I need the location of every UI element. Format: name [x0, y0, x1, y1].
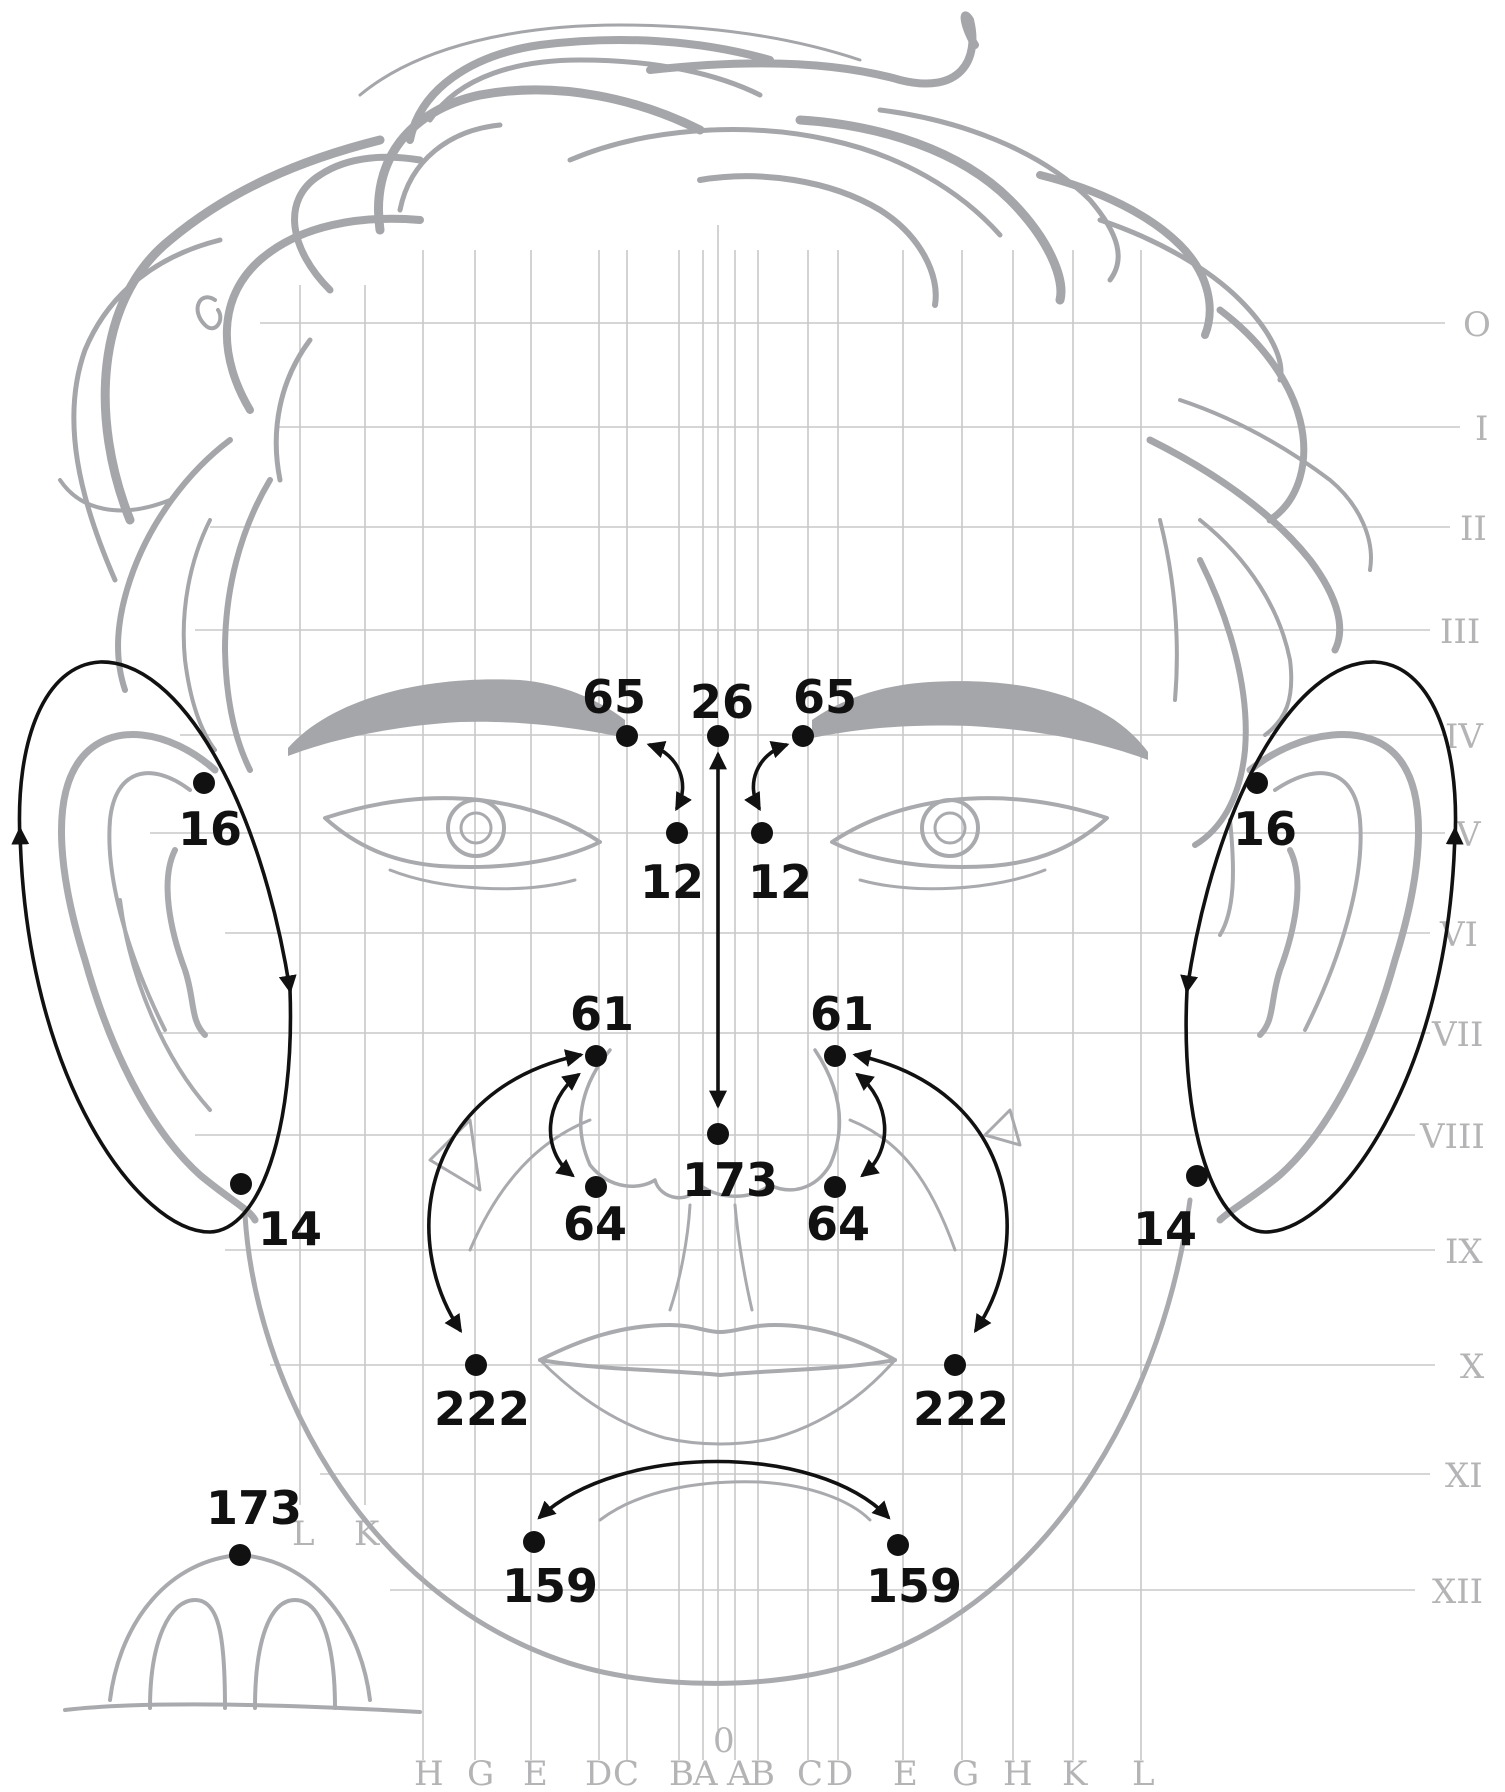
- label-26: 26: [690, 675, 754, 729]
- row-label-1: I: [1475, 409, 1488, 449]
- right-eyebrow: [812, 681, 1148, 760]
- point-222-left: [465, 1354, 487, 1376]
- col-label-8: A: [726, 1754, 752, 1792]
- col-label-1: G: [467, 1754, 494, 1792]
- row-label-9: IX: [1445, 1232, 1483, 1272]
- left-61-222-arrow: [429, 1055, 580, 1330]
- point-14-left: [230, 1173, 252, 1195]
- label-65-right: 65: [793, 670, 857, 724]
- point-64-right: [824, 1176, 846, 1198]
- label-222-left: 222: [434, 1382, 530, 1436]
- col-label-5: B: [669, 1754, 694, 1792]
- label-173-inset: 173: [206, 1481, 302, 1535]
- acupoints: [193, 725, 1268, 1566]
- col-label-4: C: [613, 1754, 639, 1792]
- row-label-11: XI: [1445, 1456, 1483, 1496]
- col-label-15: K: [1062, 1754, 1088, 1792]
- left-65-12-arrow: [650, 745, 683, 808]
- label-159-left: 159: [502, 1559, 598, 1613]
- point-65-left: [616, 725, 638, 747]
- point-61-left: [585, 1045, 607, 1067]
- point-159-left: [523, 1531, 545, 1553]
- point-64-left: [585, 1176, 607, 1198]
- label-64-left: 64: [563, 1197, 627, 1251]
- label-14-left: 14: [258, 1202, 322, 1256]
- point-61-right: [824, 1045, 846, 1067]
- left-61-64-arrow: [550, 1075, 578, 1175]
- label-61-right: 61: [810, 987, 874, 1041]
- left-eyebrow: [288, 679, 625, 756]
- col-label-14: H: [1003, 1754, 1033, 1792]
- label-12-left: 12: [640, 855, 704, 909]
- point-159-right: [887, 1534, 909, 1556]
- col-label-3: D: [585, 1754, 612, 1792]
- label-222-right: 222: [913, 1382, 1009, 1436]
- chin-159-arrow: [540, 1462, 888, 1518]
- label-173: 173: [682, 1153, 778, 1207]
- label-12-right: 12: [748, 855, 812, 909]
- point-173: [707, 1123, 729, 1145]
- point-14-right: [1186, 1165, 1208, 1187]
- left-ear-circuit-return: [20, 830, 290, 1232]
- row-label-4: IV: [1445, 717, 1484, 757]
- label-16-left: 16: [178, 802, 242, 856]
- point-12-right: [751, 822, 773, 844]
- col-label-11: D: [826, 1754, 853, 1792]
- label-65-left: 65: [582, 670, 646, 724]
- point-173-inset: [229, 1544, 251, 1566]
- point-65-right: [792, 725, 814, 747]
- row-label-10: X: [1460, 1347, 1485, 1387]
- col-label-13: G: [952, 1754, 979, 1792]
- label-14-right: 14: [1133, 1202, 1197, 1256]
- col-label-9: B: [750, 1754, 775, 1792]
- col-label-2: E: [523, 1754, 548, 1792]
- point-12-left: [666, 822, 688, 844]
- right-61-222-arrow: [856, 1055, 1007, 1330]
- label-64-right: 64: [806, 1197, 870, 1251]
- point-16-right: [1246, 772, 1268, 794]
- col-label-0: H: [414, 1754, 444, 1792]
- point-222-right: [944, 1354, 966, 1376]
- label-16-right: 16: [1233, 802, 1297, 856]
- label-159-right: 159: [866, 1559, 962, 1613]
- row-label-12: XII: [1432, 1572, 1483, 1612]
- row-label-5: V: [1455, 815, 1482, 855]
- col-label-12: E: [893, 1754, 918, 1792]
- circuit-paths: [19, 662, 1455, 1517]
- row-label-3: III: [1440, 612, 1480, 652]
- point-16-left: [193, 772, 215, 794]
- row-label-8: VIII: [1419, 1117, 1485, 1157]
- row-label-2: II: [1460, 509, 1487, 549]
- label-61-left: 61: [570, 987, 634, 1041]
- row-label-0: O: [1463, 305, 1491, 345]
- col-label-10: C: [797, 1754, 823, 1792]
- col-label-16: L: [1132, 1754, 1155, 1792]
- row-label-7: VII: [1431, 1015, 1483, 1055]
